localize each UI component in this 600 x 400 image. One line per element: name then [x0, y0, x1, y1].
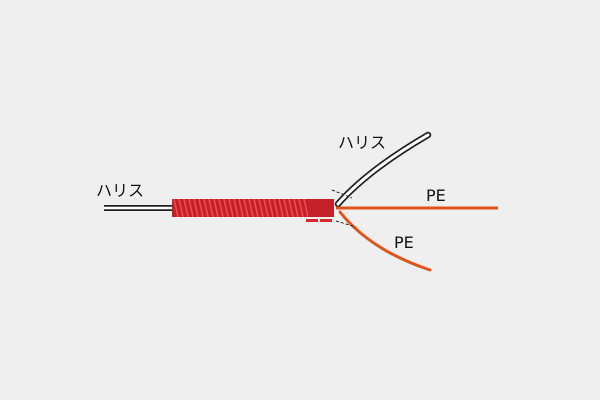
coil-turn — [188, 198, 194, 218]
coil-turn — [228, 198, 234, 218]
cut-markers — [331, 189, 357, 228]
coil-wrap — [172, 198, 334, 218]
coil-turn — [218, 198, 224, 218]
coil-turn — [183, 198, 189, 218]
coil-turn — [193, 198, 199, 218]
coil-turn — [243, 198, 249, 218]
coil-turn — [298, 198, 304, 218]
cut-marker-lower — [335, 220, 357, 228]
coil-turn — [208, 198, 214, 218]
coil-turn — [303, 198, 309, 218]
label-pe-lower: PE — [394, 233, 414, 252]
coil-turn — [198, 198, 204, 218]
coil-turn — [238, 198, 244, 218]
coil-turn — [288, 198, 294, 218]
coil-turn — [258, 198, 264, 218]
coil-turn — [233, 198, 239, 218]
coil-turn — [293, 198, 299, 218]
coil-turn — [223, 198, 229, 218]
coil-turn — [263, 198, 269, 218]
knot-tag-fragments — [306, 219, 332, 222]
coil-turn — [278, 198, 284, 218]
pe-tag-end-line — [338, 210, 432, 272]
coil-turn — [203, 198, 209, 218]
coil-turn — [178, 198, 184, 218]
coil-turn — [248, 198, 254, 218]
label-pe-upper: PE — [426, 186, 446, 205]
coil-turn — [213, 198, 219, 218]
cut-marker-upper — [331, 189, 353, 199]
coil-turn — [253, 198, 259, 218]
coil-turn — [268, 198, 274, 218]
label-harisu-right: ハリス — [338, 133, 386, 152]
coil-turn — [173, 198, 179, 218]
coil-turn — [283, 198, 289, 218]
coil-turn — [273, 198, 279, 218]
label-harisu-left: ハリス — [96, 181, 144, 200]
upper-leader-line — [334, 131, 432, 208]
